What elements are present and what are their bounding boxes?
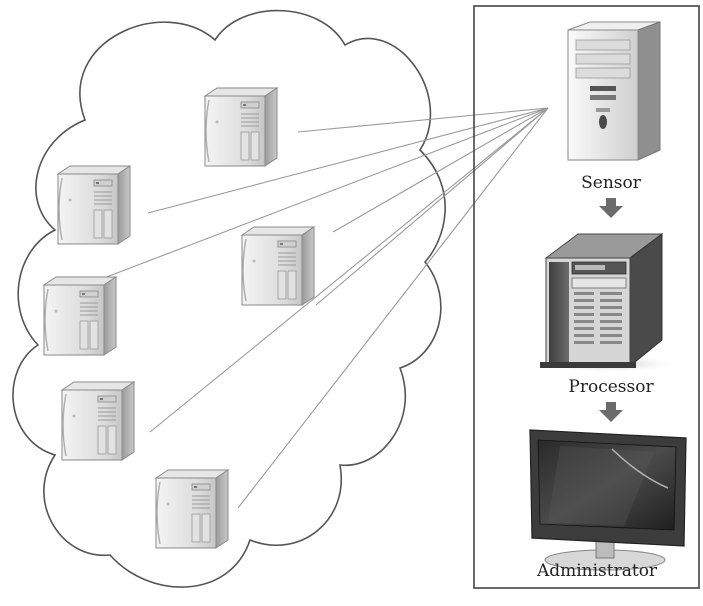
cloud-server-icon bbox=[57, 165, 131, 245]
sensor-desktop-tower-icon bbox=[550, 21, 674, 162]
connection-line bbox=[56, 107, 549, 297]
administrator-label: Administrator bbox=[536, 561, 658, 581]
sensor-label: Sensor bbox=[581, 173, 642, 193]
administrator-monitor-icon bbox=[529, 429, 687, 571]
cloud-server-icon bbox=[241, 226, 315, 306]
flow-arrow-down-icon bbox=[599, 198, 623, 218]
connection-line bbox=[315, 107, 549, 306]
cloud-server-icon bbox=[43, 276, 117, 356]
connection-line bbox=[297, 107, 549, 133]
connection-lines bbox=[56, 107, 549, 509]
cloud-server-icon bbox=[61, 381, 135, 461]
connection-line bbox=[149, 107, 549, 433]
cloud-server-icon bbox=[204, 87, 278, 167]
flow-arrow-down-icon bbox=[599, 402, 623, 422]
connection-line bbox=[332, 107, 549, 233]
connection-line bbox=[237, 107, 549, 509]
connection-line bbox=[147, 107, 549, 214]
cloud-server-icon bbox=[155, 469, 229, 549]
monitoring-panel bbox=[473, 5, 700, 589]
processor-server-tower-icon bbox=[540, 233, 680, 373]
network-cloud bbox=[12, 9, 446, 588]
processor-label: Processor bbox=[568, 377, 654, 397]
